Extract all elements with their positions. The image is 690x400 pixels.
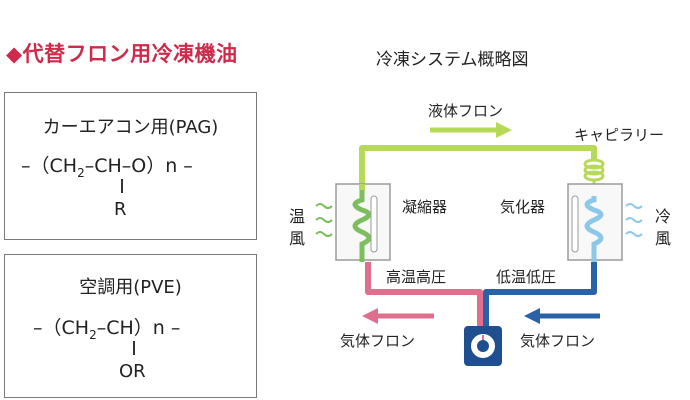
diagram-title: 冷凍システム概略図 [376,50,529,70]
gas-flow-right-arrow [524,308,600,324]
evaporator-fan [571,195,579,253]
warm-air-label: 温風 [288,207,305,248]
pag-card: カーエアコン用(PAG) –（CH2–CH–O）n – R [4,92,257,240]
evaporator-label: 気化器 [500,198,546,216]
compressor-icon [464,326,502,366]
oil-section-title: ◆代替フロン用冷凍機油 [6,42,238,66]
gas-flon-left-label: 気体フロン [340,332,416,350]
pve-card: 空調用(PVE) –（CH2–CH）n – OR [4,254,257,398]
cold-air-waves [625,203,643,237]
cold-gas-pipe [483,262,597,326]
gas-flon-right-label: 気体フロン [520,332,596,350]
cold-air-label: 冷風 [654,207,671,248]
liquid-pipe [359,145,597,230]
liquid-flow-arrow [430,122,512,138]
warm-air-waves [315,203,333,237]
pag-bond-line [121,179,123,193]
pve-substituent: OR [119,361,146,382]
evaporator-coil [584,196,604,262]
condenser-coil [352,190,372,262]
pve-formula: –（CH2–CH）n – [33,317,181,342]
pve-card-title: 空調用(PVE) [79,277,182,298]
pag-formula: –（CH2–CH–O）n – [21,155,193,180]
condenser-label: 凝縮器 [402,198,448,216]
gas-flow-left-arrow [362,308,434,324]
condenser-fan [370,195,378,253]
hot-gas-pipe [365,262,483,326]
pag-card-title: カーエアコン用(PAG) [42,117,219,138]
capillary-label: キャピラリー [574,126,665,144]
pve-bond-line [133,341,135,355]
high-temp-high-pressure-label: 高温高圧 [386,268,447,286]
capillary-coil [583,158,605,196]
pag-substituent: R [114,199,127,220]
low-temp-low-pressure-label: 低温低圧 [496,268,557,286]
liquid-flon-label: 液体フロン [428,102,504,120]
